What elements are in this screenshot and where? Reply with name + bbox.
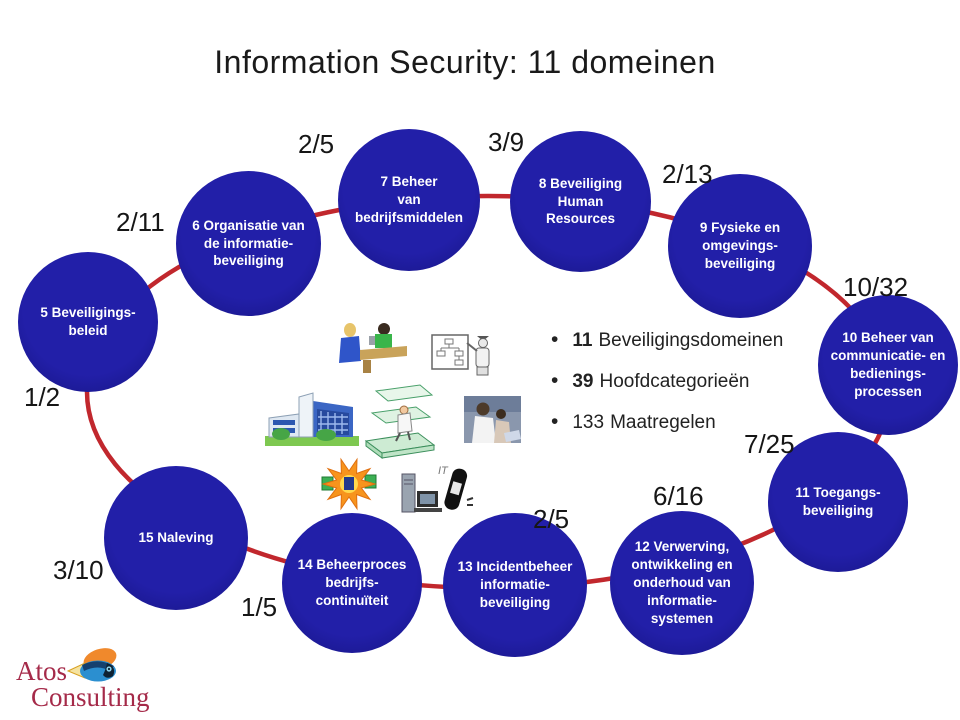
- bullet-categories-text: Hoofdcategorieën: [599, 371, 750, 392]
- domain-label-5: 5 Beveiligings- beleid: [40, 305, 136, 338]
- logo-name: Atos: [16, 656, 68, 686]
- bullet-domains: 11 Beveiligingsdomeinen: [551, 328, 783, 352]
- logo-division: Consulting: [31, 682, 150, 712]
- fraction-domain-14: 1/5: [241, 592, 278, 622]
- fraction-domain-15: 3/10: [53, 555, 104, 585]
- page-title: Information Security: 11 domeinen: [214, 44, 716, 80]
- domain-label-10: 10 Beheer van communicatie- en bediening…: [830, 330, 946, 399]
- fraction-domain-5: 1/2: [24, 382, 61, 412]
- building-floors-icon: [364, 384, 436, 459]
- domain-label-9: 9 Fysieke en omgevings- beveiliging: [699, 220, 781, 271]
- bullet-domains-text: Beveiligingsdomeinen: [598, 330, 784, 351]
- domain-circle-8: 8 Beveiliging Human Resources: [510, 131, 651, 272]
- domain-label-14: 14 Beheerproces bedrijfs- continuïteit: [297, 557, 407, 608]
- domain-circle-13: 13 Incidentbeheer informatie- beveiligin…: [443, 513, 587, 657]
- bullet-measures-text: Maatregelen: [610, 412, 716, 433]
- bullet-measures-count: 133: [572, 412, 605, 433]
- domain-circle-11: 11 Toegangs- beveiliging: [768, 432, 908, 572]
- domain-circle-12: 12 Verwerving, ontwikkeling en onderhoud…: [610, 511, 754, 655]
- domain-label-13: 13 Incidentbeheer informatie- beveiligin…: [457, 559, 573, 610]
- crash-burst-icon: [321, 457, 377, 511]
- fraction-domain-6: 2/11: [116, 207, 165, 237]
- domain-circle-6: 6 Organisatie van de informatie- beveili…: [176, 171, 321, 316]
- domain-label-8: 8 Beveiliging Human Resources: [538, 175, 623, 227]
- fraction-domain-13: 2/5: [533, 504, 570, 534]
- org-chart-presenter-icon: [431, 334, 490, 376]
- atos-consulting-logo: Atos Consulting: [14, 644, 214, 714]
- fraction-domain-9: 2/13: [662, 159, 713, 189]
- fraction-domain-12: 6/16: [653, 481, 704, 511]
- domain-label-7: 7 Beheer van bedrijfsmiddelen: [354, 174, 464, 225]
- fraction-domain-10: 10/32: [843, 272, 909, 302]
- bullet-measures: 133 Maatregelen: [551, 410, 783, 434]
- domain-circle-7: 7 Beheer van bedrijfsmiddelen: [338, 129, 480, 271]
- domain-circle-9: 9 Fysieke en omgevings- beveiliging: [668, 174, 812, 318]
- domain-label-12: 12 Verwerving, ontwikkeling en onderhoud…: [631, 539, 733, 626]
- atos-fish-icon: [66, 648, 117, 682]
- domain-label-11: 11 Toegangs- beveiliging: [795, 485, 881, 518]
- it-equipment-icon: IT: [401, 465, 474, 513]
- office-building-icon: [265, 392, 359, 446]
- it-label: IT: [438, 465, 449, 477]
- domain-circle-15: 15 Naleving: [104, 466, 248, 610]
- domain-label-15: 15 Naleving: [138, 530, 214, 546]
- bullet-categories: 39 Hoofdcategorieën: [551, 369, 783, 393]
- domain-circle-5: 5 Beveiligings- beleid: [18, 252, 158, 392]
- fraction-domain-11: 7/25: [744, 429, 795, 459]
- fraction-domain-7: 2/5: [298, 129, 335, 159]
- reception-desk-icon: [339, 323, 407, 373]
- domain-circle-14: 14 Beheerproces bedrijfs- continuïteit: [282, 513, 422, 653]
- domain-circle-10: 10 Beheer van communicatie- en bediening…: [818, 295, 958, 435]
- bullet-domains-count: 11: [572, 330, 593, 351]
- summary-bullet-list: 11 Beveiligingsdomeinen 39 Hoofdcategori…: [551, 328, 783, 451]
- domain-label-6: 6 Organisatie van de informatie- beveili…: [192, 217, 305, 269]
- bullet-categories-count: 39: [572, 371, 594, 392]
- fraction-domain-8: 3/9: [488, 127, 525, 157]
- people-at-computer-photo: [464, 396, 521, 443]
